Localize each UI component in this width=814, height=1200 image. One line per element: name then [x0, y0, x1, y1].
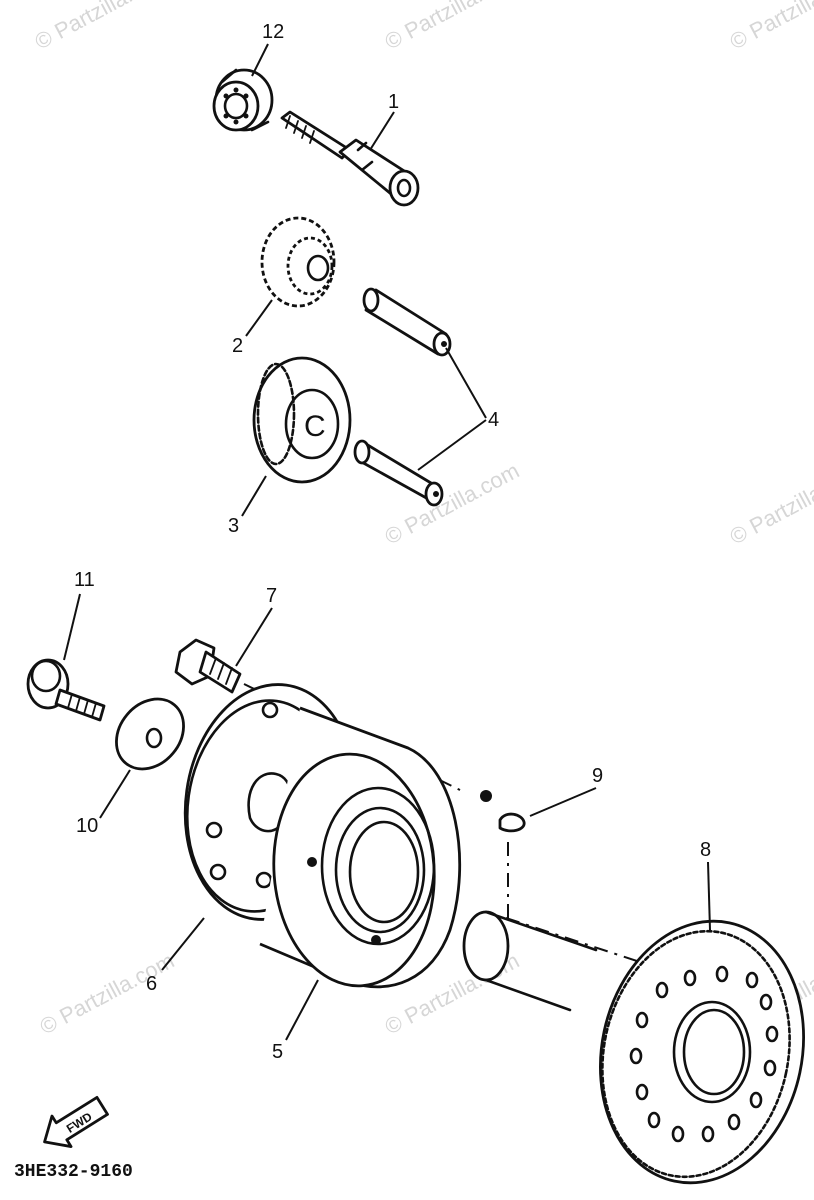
leader-line-11 [63, 593, 81, 661]
leader-line-2 [245, 299, 273, 337]
watermark-text: © Partzilla.com [726, 458, 814, 550]
callout-1: 1 [388, 91, 399, 113]
part-5-clutch-housing[interactable] [259, 706, 492, 991]
callout-9: 9 [592, 765, 603, 787]
watermark-text: © Partzilla.com [31, 0, 174, 54]
watermark-text: © Partzilla.com [381, 0, 524, 54]
leader-line-4 [417, 347, 487, 471]
leader-line-8 [707, 861, 711, 931]
diagram-code: 3HE332-9160 [14, 1162, 133, 1182]
callout-10: 10 [76, 815, 98, 837]
svg-text:C: C [304, 410, 326, 443]
callout-12: 12 [262, 21, 284, 43]
leader-line-12 [251, 43, 269, 77]
fwd-arrow: FWD [43, 1095, 109, 1148]
part-2-gear[interactable] [260, 216, 336, 308]
part-7-bolt[interactable] [174, 638, 242, 694]
part-8-starter-wheel-gear[interactable] [577, 902, 814, 1200]
part-12-bearing[interactable] [212, 68, 274, 132]
leader-line-7 [235, 607, 273, 667]
leader-line-9 [529, 787, 597, 817]
leader-line-5 [285, 979, 319, 1041]
crankshaft-end [462, 910, 598, 1012]
callout-5: 5 [272, 1041, 283, 1063]
callout-8: 8 [700, 839, 711, 861]
callout-3: 3 [228, 515, 239, 537]
leader-line-1 [369, 111, 395, 151]
part-9-key[interactable] [498, 812, 526, 833]
part-4-pin-upper[interactable] [362, 287, 452, 357]
part-10-washer[interactable] [103, 686, 198, 783]
watermark-text: © Partzilla.com [726, 0, 814, 54]
part-11-flange-bolt[interactable] [26, 658, 106, 722]
leader-line-3 [241, 475, 267, 517]
callout-4: 4 [488, 409, 499, 431]
part-1-shaft[interactable] [280, 110, 420, 207]
callout-2: 2 [232, 335, 243, 357]
leader-line-6 [161, 917, 205, 971]
part-4-pin-lower[interactable] [353, 439, 444, 507]
callout-7: 7 [266, 585, 277, 607]
part-3-gear[interactable]: C [252, 356, 352, 484]
callout-6: 6 [146, 973, 157, 995]
callout-11: 11 [74, 569, 95, 591]
leader-line-10 [99, 769, 131, 819]
